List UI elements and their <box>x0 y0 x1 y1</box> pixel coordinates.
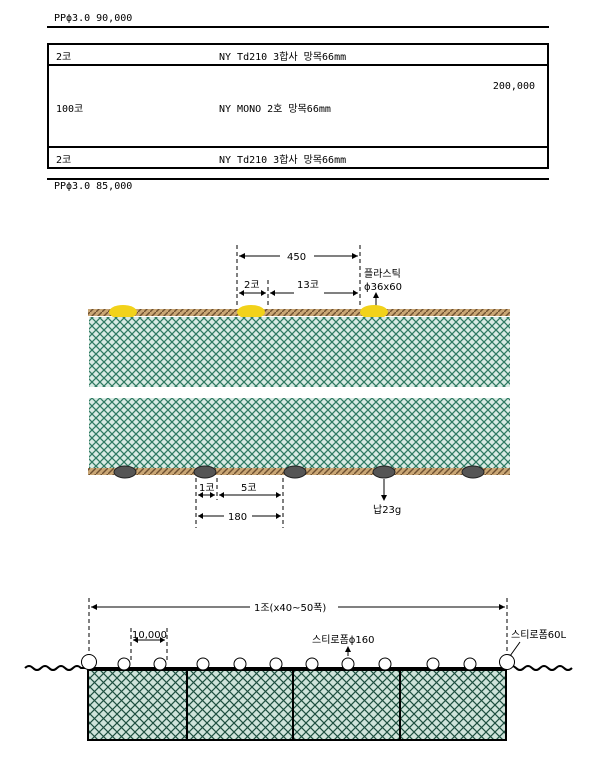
float-label-line1: 플라스틱 <box>364 268 401 280</box>
styrofoam-float-icon <box>196 657 210 671</box>
spec-row-1-material: NY Td210 3합사 망목66mm <box>219 52 347 63</box>
spec-row-3-count: 2코 <box>56 155 72 166</box>
float-spacing-label: 10,000 <box>132 630 167 641</box>
dimension-450-label: 450 <box>287 252 306 263</box>
float-label-line2: ϕ36x60 <box>364 282 402 293</box>
dimension-13-label: 13코 <box>297 280 319 291</box>
header-top-divider <box>47 26 549 28</box>
spec-row-2-count: 100코 <box>56 103 84 115</box>
styrofoam-float-icon <box>153 657 167 671</box>
dimension-2-and-13: 2코 13코 <box>239 280 358 305</box>
styrofoam-float-icon <box>463 657 477 671</box>
spec-row-1: 2코 NY Td210 3합사 망목66mm <box>47 43 549 66</box>
styrofoam-float-icon <box>305 657 319 671</box>
dimension-bottom: 1코 5코 180 <box>195 478 284 528</box>
spec-row-2-price: 200,000 <box>492 81 535 92</box>
end-float-label: 스티로폼60L <box>511 629 567 641</box>
yellow-float-icon <box>109 305 137 319</box>
mid-float-callout: 스티로폼ϕ160 <box>312 634 374 656</box>
styrofoam-float-icon <box>269 657 283 671</box>
header-top-text: PPϕ3.0 90,000 <box>54 13 133 24</box>
float-callout: 플라스틱 ϕ36x60 <box>364 268 402 307</box>
styrofoam-float-icon <box>233 657 247 671</box>
spec-row-1-count: 2코 <box>56 52 72 63</box>
header-bottom-divider <box>47 178 549 180</box>
head-rope <box>88 309 510 316</box>
dimension-1-label: 1코 <box>199 483 215 494</box>
net-panel-lower <box>89 398 510 468</box>
spec-table: 2코 NY Td210 3합사 망목66mm 100코 NY MONO 2호 망… <box>47 43 549 169</box>
styrofoam-float-icon <box>426 657 440 671</box>
header-bottom-text: PPϕ3.0 85,000 <box>54 181 133 192</box>
spec-row-3: 2코 NY Td210 3합사 망목66mm <box>47 146 549 169</box>
lead-sinker-icon <box>193 465 217 479</box>
set-dimension: 1조(x40~50폭) 10,000 <box>88 598 508 662</box>
styrofoam-float-icon <box>378 657 392 671</box>
dimension-5-label: 5코 <box>241 483 257 494</box>
dimension-2-label: 2코 <box>244 280 260 291</box>
net-panel-diagram: 450 2코 13코 플라스틱 ϕ36x60 1코 5코 <box>24 245 573 741</box>
styrofoam-float-icon <box>117 657 131 671</box>
set-total-label: 1조(x40~50폭) <box>254 602 326 614</box>
dimension-450: 450 <box>236 245 361 305</box>
spec-row-3-material: NY Td210 3합사 망목66mm <box>219 155 347 166</box>
lead-sinker-icon <box>461 465 485 479</box>
sinker-callout: 납23g <box>373 479 401 516</box>
end-float-callout: 스티로폼60L <box>509 629 567 657</box>
mid-float-label: 스티로폼ϕ160 <box>312 634 374 646</box>
yellow-float-icon <box>360 305 388 319</box>
dimension-180-label: 180 <box>228 512 247 523</box>
sinker-label: 납23g <box>373 504 401 516</box>
set-net-body <box>87 669 507 741</box>
lead-sinker-icon <box>283 465 307 479</box>
styrofoam-float-icon <box>341 657 355 671</box>
spec-row-2-material: NY MONO 2호 망목66mm <box>219 103 331 115</box>
end-float-icon <box>499 654 515 670</box>
spec-row-2: 100코 NY MONO 2호 망목66mm 200,000 <box>47 64 549 148</box>
end-float-icon <box>81 654 97 670</box>
lead-sinker-icon <box>113 465 137 479</box>
lead-sinker-icon <box>372 465 396 479</box>
yellow-float-icon <box>237 305 265 319</box>
net-panel-upper <box>89 317 510 387</box>
